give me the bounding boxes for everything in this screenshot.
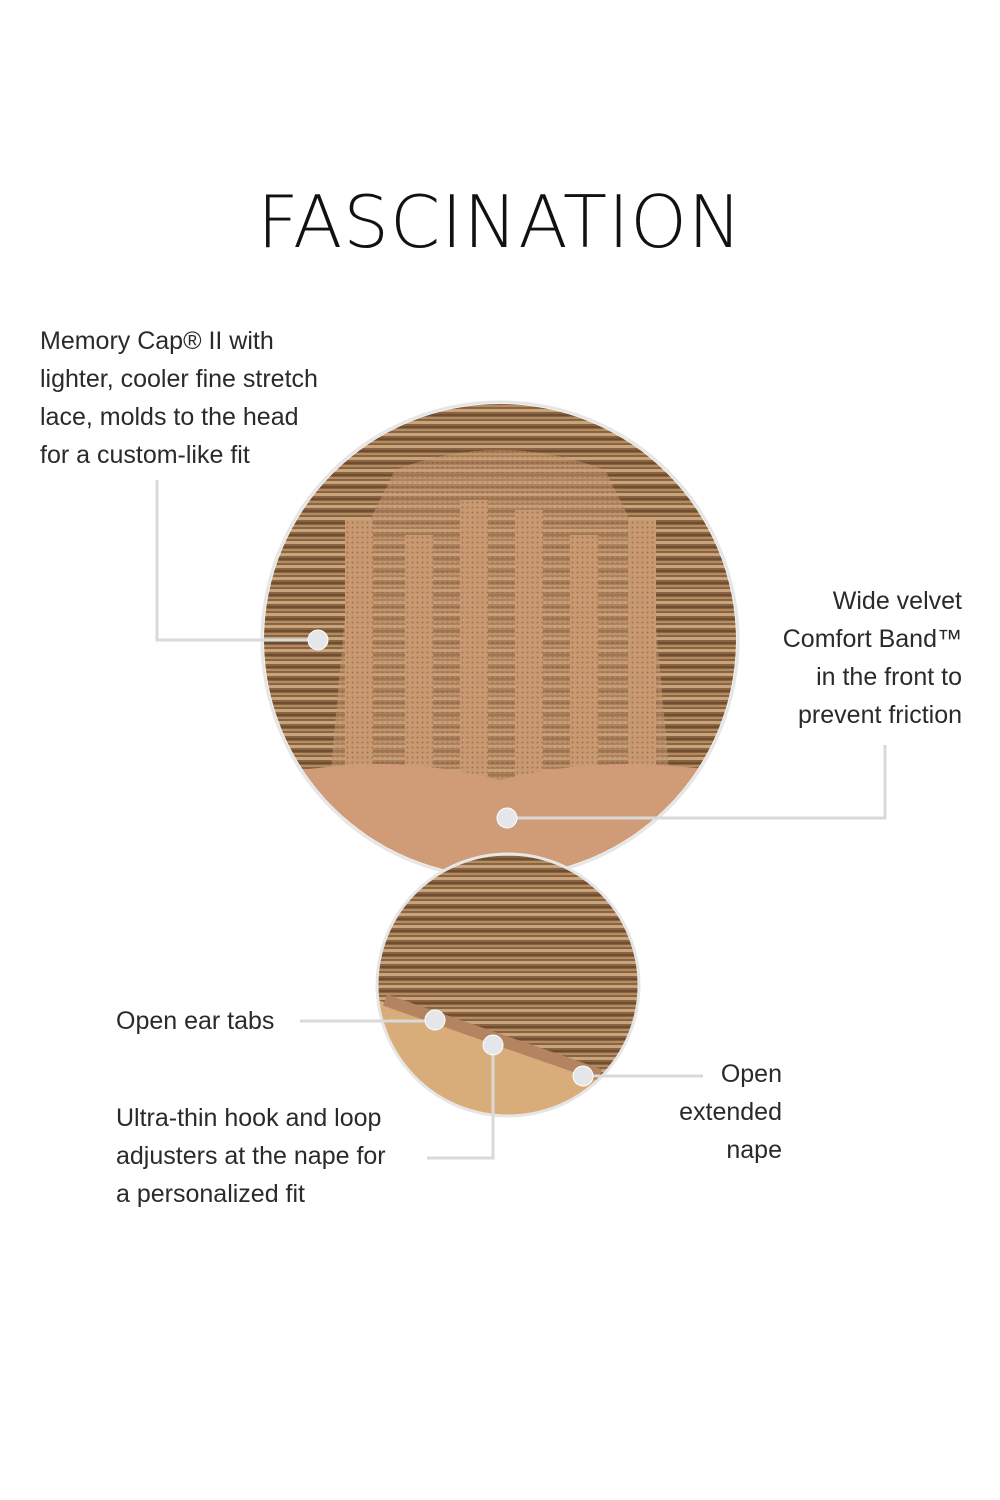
- callout-dot-hook-loop: [482, 1034, 504, 1056]
- callout-dot-nape: [572, 1065, 594, 1087]
- callout-memory-cap: Memory Cap® II with lighter, cooler fine…: [40, 327, 318, 469]
- callout-dot-comfort-band: [496, 807, 518, 829]
- callout-ear-tabs: Open ear tabs: [116, 1007, 275, 1035]
- callout-dot-ear-tabs: [424, 1009, 446, 1031]
- callout-comfort-band: Wide velvet Comfort Band™ in the front t…: [782, 587, 962, 729]
- product-title: FASCINATION: [257, 180, 743, 264]
- callout-hook-loop: Ultra-thin hook and loop adjusters at th…: [116, 1104, 386, 1208]
- nape-cap-image: [378, 855, 638, 1115]
- main-cap-image: [264, 404, 736, 876]
- leader-lines: [155, 480, 887, 1160]
- callout-dot-memory-cap: [307, 629, 329, 651]
- callout-nape: Open extended nape: [679, 1060, 782, 1164]
